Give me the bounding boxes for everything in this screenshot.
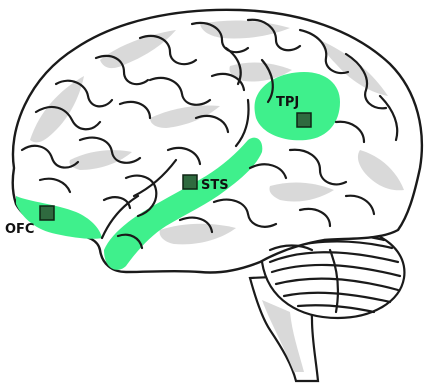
sts-region [104,137,263,270]
sts-marker [182,174,198,190]
ofc-label: OFC [5,222,34,237]
gyrus-shading [30,20,404,245]
tpj-label: TPJ [276,95,299,110]
ofc-marker [39,205,55,221]
sts-label: STS [201,178,229,193]
highlighted-regions [16,72,340,270]
tpj-marker [296,112,312,128]
cortex-folds [20,18,399,252]
tpj-region [254,72,340,141]
brainstem-shade [262,300,304,372]
ofc-region [16,196,102,239]
